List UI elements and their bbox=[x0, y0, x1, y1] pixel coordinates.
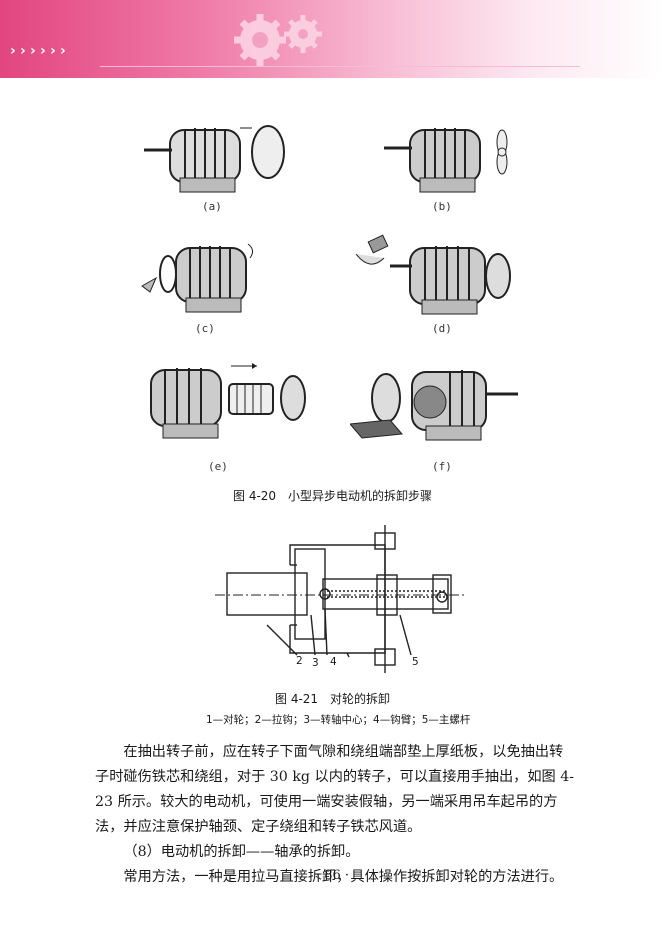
chevron-icon: › bbox=[50, 43, 56, 59]
motor-illustration-b bbox=[384, 128, 508, 193]
sublabel-c: (c) bbox=[195, 322, 215, 335]
paragraph: 常用方法，一种是用拉马直接拆卸，具体操作按拆卸对轮的方法进行。 bbox=[123, 869, 564, 885]
motor-illustration-a bbox=[144, 125, 285, 193]
figure-4-21-legend: 1—对轮；2—拉钩；3—转轴中心；4—钩臂；5—主螺杆 bbox=[206, 714, 471, 726]
figure-4-20-caption: 图 4-20 小型异步电动机的拆卸步骤 bbox=[233, 489, 433, 503]
page-number: · 86 · bbox=[315, 868, 350, 883]
motor-illustration-f bbox=[350, 370, 518, 441]
motor-illustration-d bbox=[355, 234, 511, 315]
motor-illustration-e bbox=[150, 363, 306, 439]
body-text: 在抽出转子前，应在转子下面气隙和绕组端部垫上厚纸板，以免抽出转子时碰伤铁芯和绕组… bbox=[95, 740, 575, 890]
chevron-icon: › bbox=[60, 43, 66, 59]
chevron-icon: › bbox=[20, 43, 26, 59]
sublabel-f: (f) bbox=[432, 460, 452, 473]
sublabel-a: (a) bbox=[202, 200, 222, 213]
callout-3: 3 bbox=[312, 657, 319, 669]
header-chevrons: › › › › › › bbox=[10, 44, 69, 58]
chevron-icon: › bbox=[40, 43, 46, 59]
chevron-icon: › bbox=[30, 43, 36, 59]
callout-5: 5 bbox=[412, 656, 419, 668]
paragraph: 在抽出转子前，应在转子下面气隙和绕组端部垫上厚纸板，以免抽出转子时碰伤铁芯和绕组… bbox=[95, 744, 575, 835]
puller-diagram bbox=[215, 525, 465, 673]
callout-2: 2 bbox=[296, 655, 303, 667]
sublabel-d: (d) bbox=[432, 322, 452, 335]
header-band bbox=[0, 0, 665, 78]
sublabel-e: (e) bbox=[208, 460, 228, 473]
motor-illustration-c bbox=[141, 243, 254, 313]
paragraph: （8）电动机的拆卸——轴承的拆卸。 bbox=[123, 844, 360, 860]
sublabel-b: (b) bbox=[432, 200, 452, 213]
figure-4-21-caption: 图 4-21 对轮的拆卸 bbox=[275, 692, 391, 706]
callout-4: 4 bbox=[330, 656, 337, 668]
chevron-icon: › bbox=[10, 43, 16, 59]
decorative-gears-icon bbox=[234, 14, 322, 66]
header-rule bbox=[100, 66, 580, 67]
